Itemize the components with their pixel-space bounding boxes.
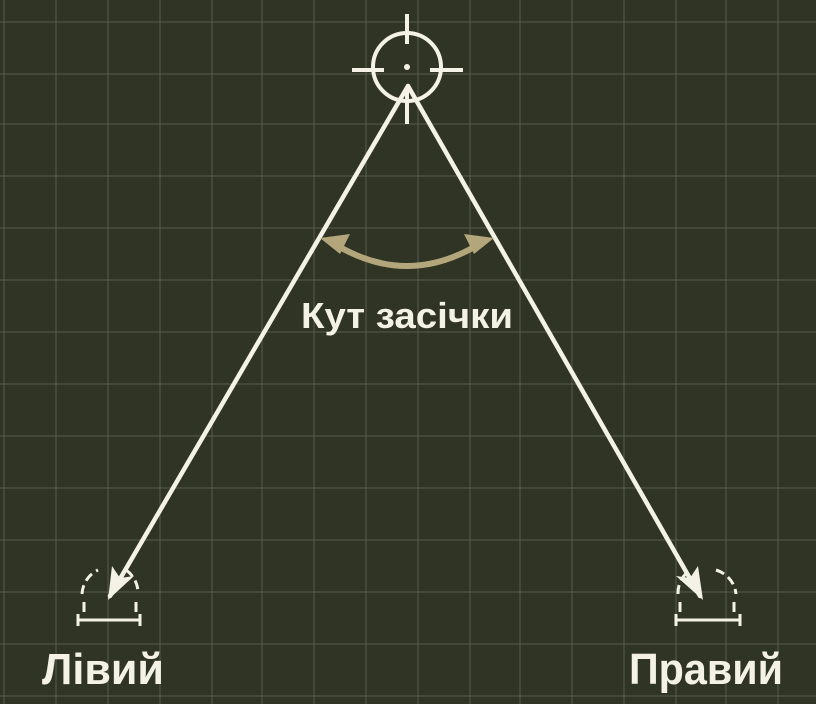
double-arrow-arc-icon: [320, 234, 494, 269]
crosshair-icon: [352, 14, 463, 124]
left-sight-line: [107, 83, 411, 599]
left-observer-label: Лівий: [42, 645, 164, 694]
right-arrowhead: [676, 566, 703, 600]
right-observer-label: Правий: [629, 645, 783, 694]
right-sight-line: [405, 83, 703, 599]
sight-lines: [107, 83, 703, 600]
left-arrowhead: [108, 566, 134, 600]
observer-post-icon: [76, 568, 142, 626]
angle-label: Кут засічки: [301, 295, 513, 336]
observer-post-icon: [674, 568, 742, 626]
